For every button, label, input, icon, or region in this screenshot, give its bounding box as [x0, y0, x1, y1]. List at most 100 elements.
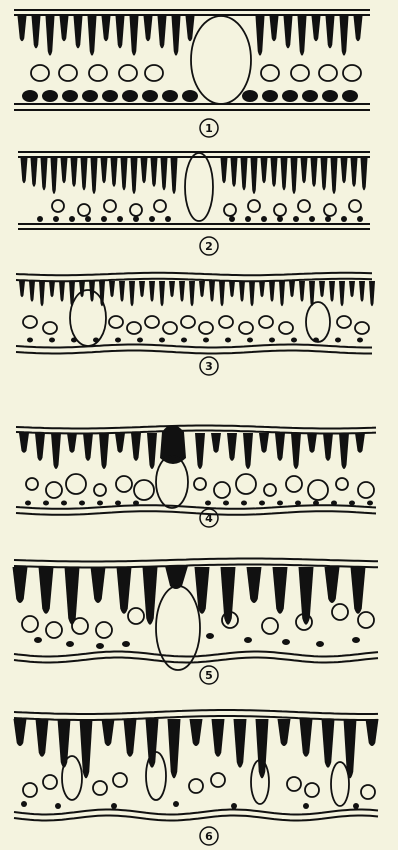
epidermis-cell: [27, 338, 33, 343]
epidermis-cell: [349, 501, 355, 506]
mesophyll-cell: [113, 773, 127, 787]
epidermis-cell: [342, 90, 358, 102]
mesophyll-cell: [274, 204, 286, 216]
palisade-cell: [269, 281, 275, 302]
palisade-cell: [32, 16, 41, 48]
mesophyll-cell: [358, 612, 374, 628]
palisade-cell: [35, 433, 45, 461]
epidermis-cell: [53, 216, 59, 222]
palisade-cell: [241, 158, 248, 190]
palisade-cell: [278, 719, 291, 746]
epidermis-cell: [115, 501, 121, 506]
palisade-cell: [329, 281, 335, 302]
upper-epidermis-line: [16, 426, 376, 429]
panel-3: [16, 273, 375, 354]
epidermis-cell: [245, 216, 251, 222]
mesophyll-cell: [343, 65, 361, 81]
palisade-cell: [119, 281, 125, 302]
epidermis-cell: [71, 338, 77, 343]
epidermis-cell: [247, 338, 253, 343]
palisade-cell: [195, 433, 205, 469]
epidermis-cell: [241, 501, 247, 506]
panel-label-5: 5: [200, 666, 218, 684]
epidermis-cell: [242, 90, 258, 102]
palisade-cell: [312, 16, 321, 41]
palisade-cell: [211, 433, 221, 453]
mesophyll-cell: [43, 322, 57, 334]
palisade-cell: [270, 16, 279, 41]
mesophyll-cell: [286, 476, 302, 492]
palisade-cell: [291, 433, 301, 469]
palisade-cell: [39, 281, 45, 306]
palisade-cell: [49, 281, 55, 297]
mesophyll-cell: [66, 474, 86, 494]
secretory-cavity: [146, 752, 166, 800]
palisade-cell: [169, 281, 175, 297]
epidermis-cell: [367, 501, 373, 506]
palisade-cell: [199, 281, 205, 297]
palisade-cell: [91, 567, 106, 603]
mesophyll-cell: [358, 482, 374, 498]
mesophyll-cell: [355, 322, 369, 334]
lower-epidermis-line: [14, 816, 378, 821]
lower-epidermis-line: [16, 505, 376, 509]
epidermis-cell: [142, 90, 158, 102]
panel-number-3: 3: [205, 360, 213, 373]
palisade-cell: [51, 158, 58, 194]
panel-4: [16, 425, 376, 515]
mesophyll-cell: [119, 65, 137, 81]
palisade-cell: [340, 16, 349, 56]
palisade-cell: [369, 281, 375, 306]
epidermis-cell: [205, 501, 211, 506]
mesophyll-cell: [127, 322, 141, 334]
palisade-cell: [259, 433, 269, 453]
palisade-cell: [247, 567, 262, 603]
mesophyll-cell: [214, 482, 230, 498]
epidermis-cell: [313, 338, 319, 343]
epidermis-cell: [357, 338, 363, 343]
palisade-cell: [298, 16, 307, 56]
mesophyll-cell: [43, 775, 57, 789]
palisade-cell: [351, 567, 366, 614]
palisade-cell: [124, 719, 137, 757]
panel-label-1: 1: [200, 119, 218, 137]
epidermis-cell: [137, 338, 143, 343]
palisade-cell: [349, 281, 355, 297]
epidermis-cell: [181, 338, 187, 343]
epidermis-cell: [229, 216, 235, 222]
palisade-cell: [186, 16, 195, 41]
mesophyll-cell: [26, 478, 38, 490]
mesophyll-cell: [236, 474, 256, 494]
palisade-cell: [109, 281, 115, 297]
dark-cap: [160, 425, 186, 464]
palisade-cell: [326, 16, 335, 48]
epidermis-cell: [259, 501, 265, 506]
panel-label-3: 3: [200, 357, 218, 375]
epidermis-cell: [325, 216, 331, 222]
palisade-cell: [243, 433, 253, 469]
epidermis-cell: [69, 216, 75, 222]
epidermis-cell: [341, 216, 347, 222]
mesophyll-cell: [332, 604, 348, 620]
palisade-cell: [229, 281, 235, 297]
secretory-cavity: [185, 153, 213, 221]
palisade-cell: [231, 158, 238, 187]
mesophyll-cell: [96, 622, 112, 638]
mesophyll-cell: [46, 622, 62, 638]
palisade-cell: [51, 433, 61, 469]
epidermis-cell: [309, 216, 315, 222]
palisade-cell: [325, 567, 340, 603]
palisade-cell: [79, 281, 85, 297]
panel-number-6: 6: [205, 830, 213, 843]
mesophyll-cell: [104, 200, 116, 212]
palisade-cell: [339, 281, 345, 306]
palisade-cell: [41, 158, 48, 190]
palisade-cell: [212, 719, 225, 757]
palisade-cell: [273, 567, 288, 614]
palisade-cell: [172, 16, 181, 56]
epidermis-cell: [302, 90, 318, 102]
palisade-cell: [209, 281, 215, 302]
mesophyll-cell: [163, 322, 177, 334]
palisade-cell: [117, 567, 132, 614]
epidermis-cell: [21, 801, 27, 807]
